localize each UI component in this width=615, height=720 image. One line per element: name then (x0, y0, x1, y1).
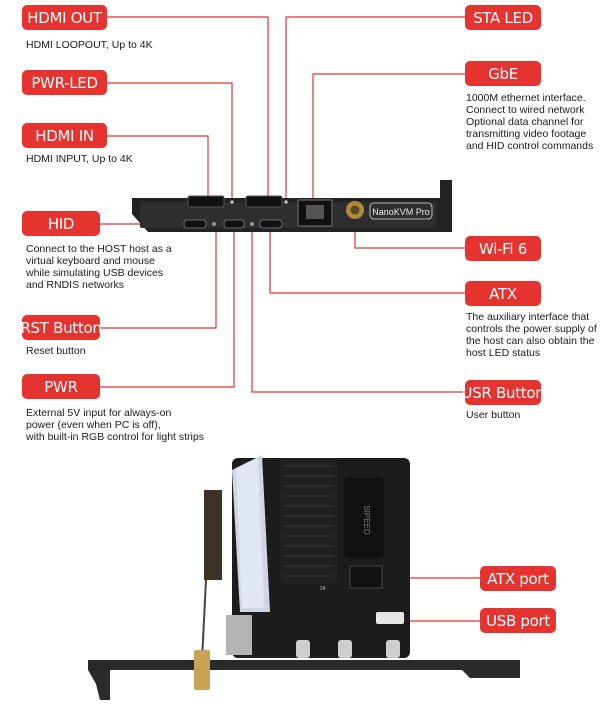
nanokvm-board: SIPEED 24 (88, 455, 520, 700)
leader-hdmi-out (107, 16, 269, 198)
usb-port-label: USB port (480, 608, 556, 633)
gbe-label: GbE (465, 61, 541, 86)
hdmi-in-label: HDMI IN (22, 123, 107, 148)
atx-port-label: ATX port (480, 566, 556, 591)
pwr-desc: External 5V input for always-on power (e… (26, 407, 204, 443)
svg-text:SIPEED: SIPEED (362, 505, 371, 535)
leader-gbe (312, 73, 468, 200)
leader-pwr (100, 226, 235, 388)
atx-label: ATX (465, 281, 541, 306)
wifi6-label: Wi-Fi 6 (465, 236, 541, 261)
atx-header (349, 565, 383, 589)
hdmi-in-port (187, 195, 225, 208)
usb-header (376, 612, 404, 624)
sma-antenna (194, 650, 210, 690)
hdmi-in-desc: HDMI INPUT, Up to 4K (26, 153, 133, 165)
leader-rst (100, 226, 217, 329)
hid-desc: Connect to the HOST host as a virtual ke… (26, 243, 172, 291)
hdmi-out-label: HDMI OUT (22, 5, 107, 30)
sta-led-label: STA LED (465, 5, 541, 30)
pwr-led-label: PWR-LED (22, 70, 107, 95)
hid-port (183, 219, 207, 229)
gbe-desc: 1000M ethernet interface. Connect to wir… (466, 92, 594, 152)
leader-usr (251, 226, 468, 393)
rj45-body (226, 615, 252, 655)
rst-button-desc: Reset button (26, 345, 86, 357)
usr-button-label: USR Button (462, 380, 545, 405)
hdmi-out-port (245, 195, 283, 208)
svg-text:24: 24 (320, 586, 326, 592)
sta-led-light (284, 200, 288, 204)
hdmi-out-desc: HDMI LOOPOUT, Up to 4K (26, 39, 153, 51)
usr-button-desc: User button (466, 409, 521, 421)
leader-hdmi-in (107, 135, 209, 198)
rst-button (212, 222, 216, 226)
usb-c-2 (338, 640, 352, 658)
leader-lines (100, 16, 480, 622)
leader-pwr-led (107, 82, 233, 198)
usr-button (250, 222, 254, 226)
atx-desc: The auxiliary interface that controls th… (466, 311, 597, 359)
pwr-port (223, 219, 245, 229)
bracket-badge: NanoKVM Pro (372, 207, 430, 217)
pcie-bracket: NanoKVM Pro (132, 180, 452, 232)
atx-port-small (259, 219, 283, 229)
pwr-label: PWR (22, 374, 100, 399)
leader-sta-led (285, 16, 468, 198)
pwr-led-light (230, 200, 234, 204)
usb-c-3 (386, 640, 400, 658)
rst-button-label: RST Button (20, 315, 102, 340)
usb-c-1 (296, 640, 310, 658)
hid-label: HID (22, 211, 100, 236)
leader-atx (269, 226, 468, 294)
